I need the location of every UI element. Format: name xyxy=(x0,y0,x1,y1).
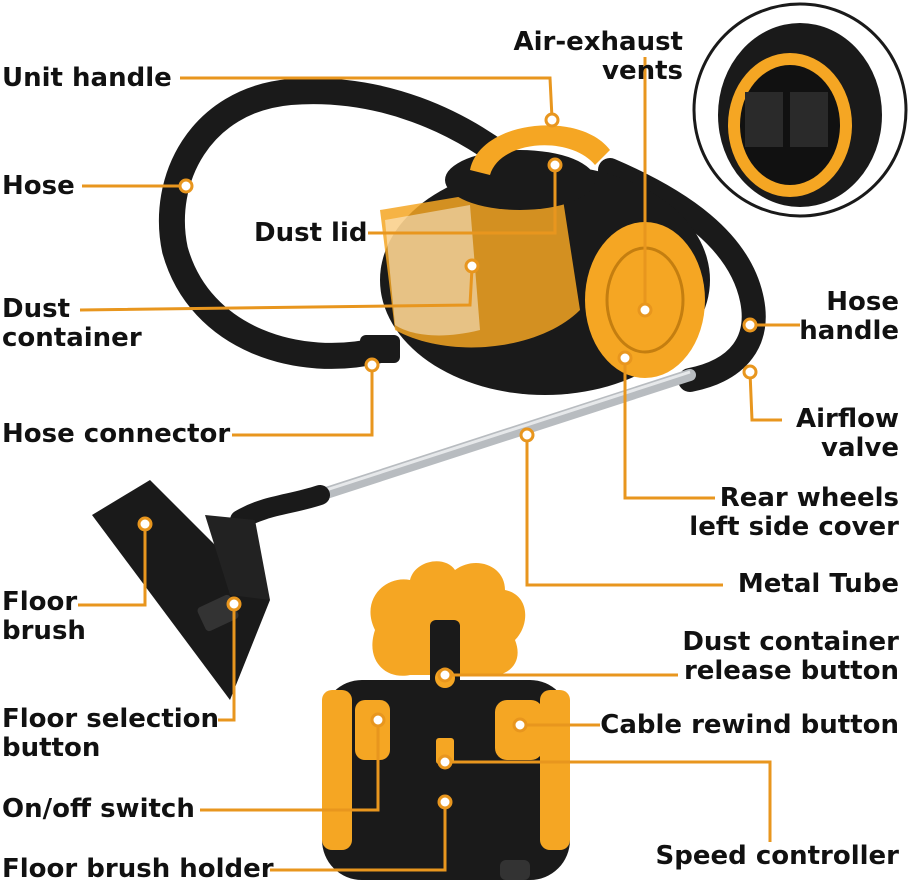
bottom-left-side xyxy=(322,690,352,850)
label-line: Floor xyxy=(2,587,78,617)
label-line: left side cover xyxy=(689,512,899,542)
label-airflow-valve: Airflow valve xyxy=(796,405,899,463)
label-line: Floor selection xyxy=(2,704,220,734)
label-metal-tube: Metal Tube xyxy=(738,570,899,599)
label-line: brush xyxy=(2,616,86,646)
label-on-off-switch: On/off switch xyxy=(2,795,195,824)
label-unit-handle: Unit handle xyxy=(2,64,172,93)
label-line: handle xyxy=(799,316,899,346)
label-floor-selection-button: Floor selection button xyxy=(2,705,219,763)
label-hose: Hose xyxy=(2,172,75,201)
label-line: container xyxy=(2,323,142,353)
label-line: Dust container xyxy=(682,627,899,657)
metal-tube-highlight xyxy=(319,370,691,494)
label-line: Air-exhaust xyxy=(513,27,683,57)
label-line: release button xyxy=(683,656,899,686)
label-line: Dust lid xyxy=(254,218,368,248)
label-line: Cable rewind button xyxy=(600,710,899,740)
metal-tube-shape xyxy=(314,369,696,501)
label-line: Floor brush holder xyxy=(2,854,274,884)
label-speed-controller: Speed controller xyxy=(656,842,899,871)
inset-vent-slat-left xyxy=(745,92,783,147)
bottom-top-lobes xyxy=(370,561,526,676)
label-line: Hose xyxy=(2,171,75,201)
label-line: Unit handle xyxy=(2,63,172,93)
label-hose-handle: Hose handle xyxy=(799,288,899,346)
label-line: button xyxy=(2,733,101,763)
label-line: Rear wheels xyxy=(719,483,899,513)
dust-container-glass xyxy=(385,205,480,336)
label-line: Hose xyxy=(826,287,899,317)
hose-shape xyxy=(158,78,533,369)
label-floor-brush: Floor brush xyxy=(2,588,86,646)
label-line: On/off switch xyxy=(2,794,195,824)
inset-vent-slat-right xyxy=(790,92,828,147)
label-line: Airflow xyxy=(795,404,899,434)
label-line: Speed controller xyxy=(655,841,899,871)
label-dust-container-release: Dust container release button xyxy=(682,628,899,686)
label-floor-brush-holder: Floor brush holder xyxy=(2,855,274,884)
label-dust-lid: Dust lid xyxy=(254,219,367,248)
unit-handle-shape xyxy=(470,125,610,175)
label-dust-container: Dust container xyxy=(2,295,142,353)
label-line: Dust xyxy=(2,294,70,324)
leader-dots xyxy=(137,112,758,810)
label-line: valve xyxy=(821,433,899,463)
label-rear-wheels-cover: Rear wheels left side cover xyxy=(689,484,899,542)
tube-connector-shape xyxy=(230,485,330,530)
leader-lines xyxy=(78,57,800,872)
hose-connector-shape xyxy=(360,335,400,363)
hose-rear-shape xyxy=(598,158,766,392)
on-off-switch-shape xyxy=(355,700,390,760)
label-cable-rewind-button: Cable rewind button xyxy=(600,711,899,740)
label-air-exhaust-vents: Air-exhaust vents xyxy=(513,28,683,86)
bottom-right-side xyxy=(540,690,570,850)
floor-brush-neck xyxy=(205,515,270,600)
floor-brush-shape xyxy=(92,480,270,700)
bottom-wheel xyxy=(500,860,530,880)
label-line: Hose connector xyxy=(2,419,231,449)
label-line: Metal Tube xyxy=(737,569,899,599)
label-line: vents xyxy=(602,56,683,86)
label-hose-connector: Hose connector xyxy=(2,420,230,449)
dust-lid-shape xyxy=(445,150,595,210)
